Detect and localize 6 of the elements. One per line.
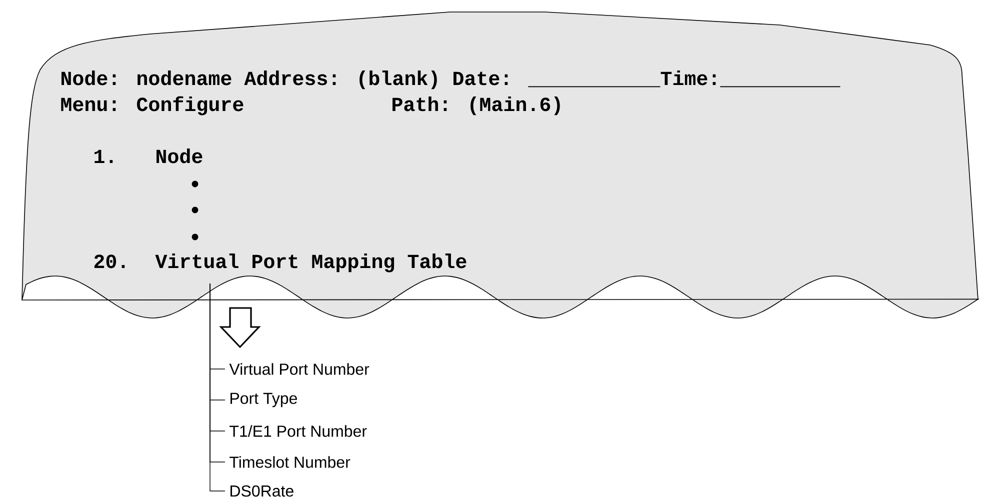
- menu-item: Virtual Port Mapping Table: [155, 254, 466, 272]
- field-name: T1/E1 Port Number: [230, 425, 367, 437]
- field-name: DS0Rate: [230, 485, 294, 497]
- field-name: Timeslot Number: [230, 456, 350, 468]
- field-name: Port Type: [230, 392, 297, 408]
- field-name: Virtual Port Number: [229, 363, 370, 375]
